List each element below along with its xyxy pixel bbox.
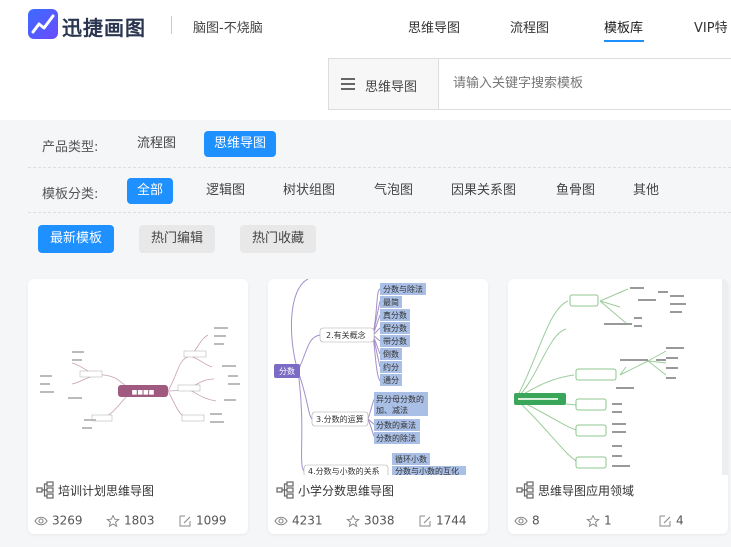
star-icon [586, 514, 600, 527]
category-logic[interactable]: 逻辑图 [206, 183, 246, 198]
edits-value: 1099 [196, 513, 227, 528]
logo-icon[interactable] [28, 9, 58, 39]
preview-branch: 3.分数的运算 [316, 414, 364, 424]
preview-leaf: 真分数 [383, 310, 407, 320]
template-card[interactable]: 分数 2.有关概念 3.分数的运算 4.分数与小数的关系 分数与除法 最简 真分… [268, 279, 488, 534]
views-value: 4231 [292, 513, 323, 528]
favorites-count: 1803 [106, 513, 155, 528]
views-value: 8 [532, 513, 540, 528]
nav-flowchart[interactable]: 流程图 [510, 21, 550, 36]
favorites-value: 1803 [124, 513, 155, 528]
menu-icon [341, 78, 355, 90]
svg-text:■■■■: ■■■■ [132, 389, 155, 396]
star-icon [106, 514, 120, 527]
edit-icon [659, 515, 671, 526]
views-count: 3269 [34, 513, 83, 528]
sort-hot-edit-button[interactable]: 热门编辑 [139, 225, 216, 253]
card-title[interactable]: 培训计划思维导图 [58, 484, 155, 498]
category-bubble[interactable]: 气泡图 [374, 183, 414, 198]
edits-count: 4 [658, 513, 684, 528]
edits-count: 1099 [178, 513, 227, 528]
product-option-mindmap[interactable]: 思维导图 [204, 131, 277, 157]
views-count: 4231 [274, 513, 323, 528]
preview-leaf: 分数的乘法 [376, 420, 416, 430]
search-category-label: 思维导图 [365, 80, 418, 95]
search-input[interactable] [453, 76, 731, 91]
edits-value: 4 [676, 513, 684, 528]
nav-active-indicator [604, 40, 644, 42]
card-title[interactable]: 思维导图应用领域 [538, 484, 635, 498]
views-count: 8 [514, 513, 540, 528]
eye-icon [514, 516, 528, 525]
preview-leaf: 通分 [383, 375, 399, 385]
mindmap-icon [276, 481, 294, 499]
filter-divider [28, 212, 731, 213]
favorites-value: 3038 [364, 513, 395, 528]
template-card[interactable]: 思维导图应用领域 8 1 4 [508, 279, 728, 534]
category-fishbone[interactable]: 鱼骨图 [556, 183, 596, 198]
nav-templates[interactable]: 模板库 [604, 21, 644, 36]
mindmap-icon [36, 481, 54, 499]
preview-leaf: 倒数 [383, 349, 399, 359]
eye-icon [274, 516, 288, 525]
template-thumbnail[interactable]: 分数 2.有关概念 3.分数的运算 4.分数与小数的关系 分数与除法 最简 真分… [268, 279, 488, 478]
filter-divider [28, 167, 731, 168]
edit-icon [419, 515, 431, 526]
preview-leaf: 分数与小数的互化 [395, 466, 459, 475]
header-divider [171, 16, 172, 34]
mindmap-icon [516, 481, 534, 499]
preview-leaf: 异分母分数的 [376, 394, 424, 404]
template-thumbnail[interactable] [508, 279, 728, 475]
preview-branch: 2.有关概念 [326, 330, 366, 340]
nav-vip[interactable]: VIP特 [694, 21, 728, 36]
sort-latest-button[interactable]: 最新模板 [38, 225, 115, 253]
preview-leaf: 假分数 [383, 323, 407, 333]
edits-count: 1744 [418, 513, 467, 528]
preview-leaf: 循环小数 [395, 454, 427, 464]
product-type-label: 产品类型: [42, 140, 99, 155]
edits-value: 1744 [436, 513, 467, 528]
top-header: 迅捷画图 脑图-不烧脑 思维导图 流程图 模板库 VIP特 [0, 0, 731, 52]
card-stats: 3269 1803 1099 [34, 513, 244, 529]
card-stats: 4231 3038 1744 [274, 513, 484, 529]
nav-mindmap[interactable]: 思维导图 [408, 21, 461, 36]
card-title[interactable]: 小学分数思维导图 [298, 484, 395, 498]
category-other[interactable]: 其他 [633, 183, 660, 198]
preview-branch: 4.分数与小数的关系 [308, 466, 380, 475]
category-tree[interactable]: 树状组图 [283, 183, 336, 198]
preview-root: 分数 [279, 366, 295, 376]
favorites-count: 1 [586, 513, 612, 528]
favorites-count: 3038 [346, 513, 395, 528]
preview-leaf: 最简 [383, 297, 399, 307]
star-icon [346, 514, 360, 527]
template-thumbnail[interactable]: ■■■■ [28, 279, 248, 475]
eye-icon [34, 516, 48, 525]
favorites-value: 1 [604, 513, 612, 528]
category-cause-effect[interactable]: 因果关系图 [451, 183, 517, 198]
views-value: 3269 [52, 513, 83, 528]
card-stats: 8 1 4 [514, 513, 724, 529]
preview-leaf: 分数的除法 [376, 433, 416, 443]
category-all[interactable]: 全部 [127, 178, 174, 204]
search-category-dropdown[interactable]: 思维导图 [329, 59, 439, 109]
brand-slogan: 脑图-不烧脑 [193, 21, 263, 36]
preview-leaf: 加、减法 [376, 405, 408, 415]
preview-leaf: 分数与除法 [383, 284, 423, 294]
template-card[interactable]: ■■■■ 培训计划思维导图 3269 1803 1099 [28, 279, 248, 534]
product-option-flowchart[interactable]: 流程图 [137, 136, 177, 151]
search-bar: 思维导图 [328, 58, 731, 110]
preview-leaf: 带分数 [383, 336, 407, 346]
sort-hot-favorite-button[interactable]: 热门收藏 [240, 225, 317, 253]
preview-leaf: 约分 [383, 362, 399, 372]
category-label: 模板分类: [42, 187, 99, 202]
edit-icon [179, 515, 191, 526]
brand-name[interactable]: 迅捷画图 [62, 16, 146, 40]
